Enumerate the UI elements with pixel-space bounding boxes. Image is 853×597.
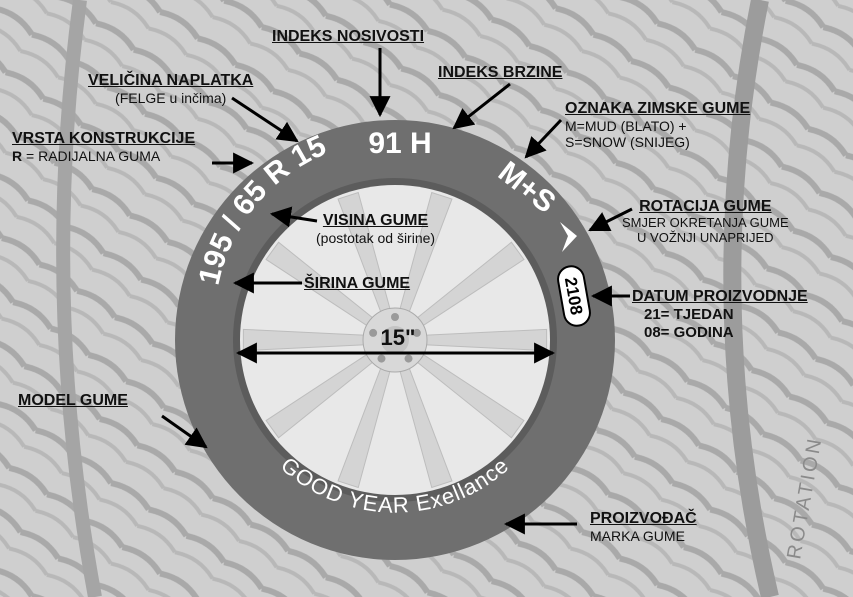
visina-gume-sub: (postotak od širine) — [316, 230, 435, 246]
vrsta-konstrukcije-r: R — [12, 148, 22, 164]
proizvodac-title: PROIZVOĐAČ — [590, 510, 697, 528]
velicina-naplatka-sub: (FELGE u inčima) — [88, 90, 253, 106]
oznaka-zimske-line2: S=SNOW (SNIJEG) — [565, 134, 750, 150]
label-oznaka-zimske: OZNAKA ZIMSKE GUME M=MUD (BLATO) + S=SNO… — [565, 100, 750, 151]
vrsta-konstrukcije-desc: R = RADIJALNA GUMA — [12, 148, 195, 164]
label-datum-proizvodnje: DATUM PROIZVODNJE 21= TJEDAN 08= GODINA — [632, 288, 808, 341]
label-proizvodac: PROIZVOĐAČ MARKA GUME — [590, 510, 697, 544]
lug-nut — [369, 329, 377, 337]
lug-nut — [377, 355, 385, 363]
label-rotacija: ROTACIJA GUME SMJER OKRETANJA GUME U VOŽ… — [622, 198, 789, 246]
label-model-gume: MODEL GUME — [18, 392, 128, 410]
rotacija-line1: SMJER OKRETANJA GUME — [622, 216, 789, 231]
rotacija-title: ROTACIJA GUME — [622, 198, 789, 216]
label-vrsta-konstrukcije: VRSTA KONSTRUKCIJE R = RADIJALNA GUMA — [12, 130, 195, 164]
label-visina-gume: VISINA GUME (postotak od širine) — [316, 212, 435, 246]
lug-nut — [391, 313, 399, 321]
lug-nut — [405, 355, 413, 363]
rotacija-line2: U VOŽNJI UNAPRIJED — [622, 231, 789, 246]
velicina-naplatka-title: VELIČINA NAPLATKA — [88, 72, 253, 90]
oznaka-zimske-line1: M=MUD (BLATO) + — [565, 118, 750, 134]
oznaka-zimske-title: OZNAKA ZIMSKE GUME — [565, 100, 750, 118]
label-indeks-nosivosti: INDEKS NOSIVOSTI — [272, 28, 424, 46]
datum-title: DATUM PROIZVODNJE — [632, 288, 808, 306]
vrsta-konstrukcije-title: VRSTA KONSTRUKCIJE — [12, 130, 195, 148]
label-velicina-naplatka: VELIČINA NAPLATKA (FELGE u inčima) — [88, 72, 253, 106]
proizvodac-sub: MARKA GUME — [590, 528, 697, 544]
rim-size-text: 15" — [381, 325, 416, 350]
vrsta-konstrukcije-sub: = RADIJALNA GUMA — [22, 148, 160, 164]
datum-line2: 08= GODINA — [632, 324, 808, 341]
datum-line1: 21= TJEDAN — [632, 306, 808, 323]
label-indeks-brzine: INDEKS BRZINE — [438, 64, 562, 82]
label-sirina-gume: ŠIRINA GUME — [304, 275, 410, 293]
visina-gume-title: VISINA GUME — [316, 212, 435, 230]
load-speed-text: 91 H — [368, 127, 431, 160]
